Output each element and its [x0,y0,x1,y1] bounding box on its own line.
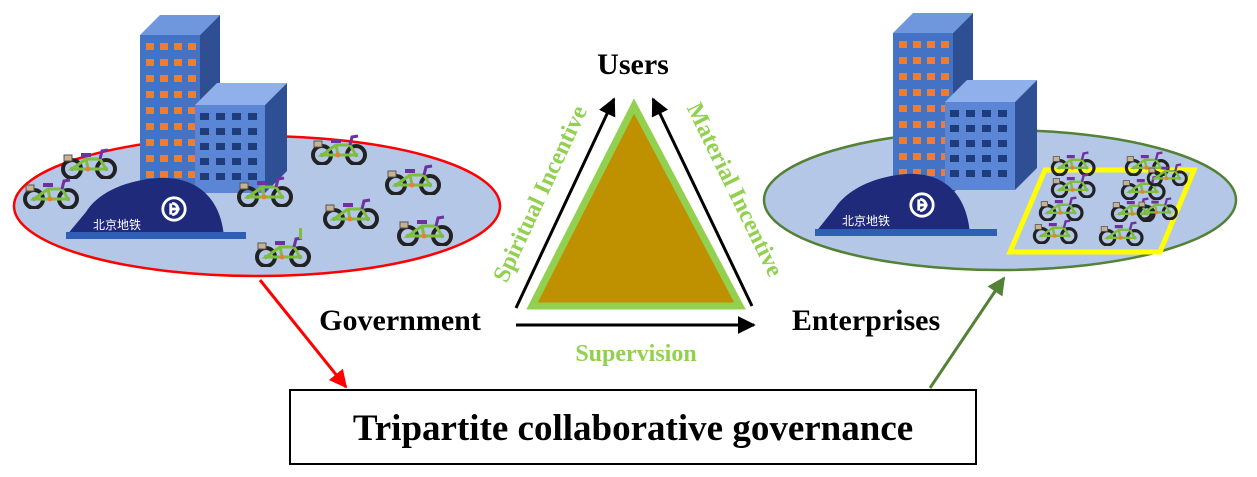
material-incentive-arrow [651,97,754,307]
governance-box: Tripartite collaborative governance [289,389,977,465]
beijing-subway-logo-icon: 北京地铁 [815,173,997,236]
edge-supervision: Supervision [575,341,696,367]
governance-label: Tripartite collaborative governance [353,408,913,449]
node-government: Government [319,304,481,337]
problem-to-governance-arrow [258,279,348,389]
node-enterprises: Enterprises [792,304,940,337]
office-building-icon [945,80,1037,190]
node-users: Users [597,48,669,81]
disorderly-parking-scene: 北京地铁 [12,15,502,278]
orderly-parking-scene: 北京地铁 [762,13,1238,272]
beijing-subway-logo-icon: 北京地铁 [66,177,246,239]
station-label: 北京地铁 [93,218,141,232]
governance-to-solution-arrow [928,276,1006,389]
station-label: 北京地铁 [842,214,890,228]
stakeholder-triangle [514,97,756,334]
triangle-core [526,98,746,310]
scattered-bikes [23,134,453,267]
office-building-icon [195,83,287,193]
spiritual-incentive-arrow [514,97,616,309]
designated-parking-zone [1006,167,1198,255]
